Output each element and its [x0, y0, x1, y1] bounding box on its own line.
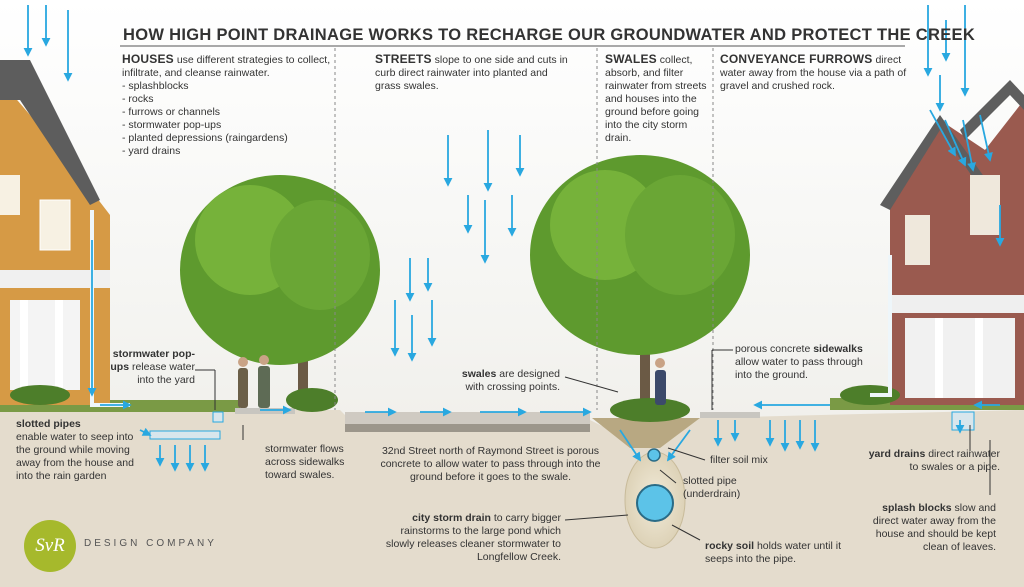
leader-lines — [195, 349, 991, 541]
downspout-right — [870, 255, 892, 397]
page-title: HOW HIGH POINT DRAINAGE WORKS TO RECHARG… — [123, 26, 976, 44]
splash-blocks-text: slow and direct water away from the hous… — [872, 502, 996, 553]
street — [345, 412, 590, 424]
slotted-pipes-note: slotted pipes enable water to seep into … — [16, 418, 140, 483]
conveyance-text: direct water away from the house via a p… — [720, 54, 907, 92]
house-left — [0, 60, 110, 405]
slotted-pipe — [149, 430, 221, 440]
list-item: - stormwater pop-ups — [122, 119, 222, 131]
stormwater-popups-bold: stormwater pop-ups — [110, 348, 195, 373]
splash-blocks-bold: splash blocks — [882, 502, 952, 514]
porous-sidewalks-note: porous concrete sidewalks allow water to… — [735, 343, 870, 382]
shrub — [10, 385, 70, 405]
sidewalk-left — [235, 408, 295, 414]
rocky-soil-text: holds water until it seeps into the pipe… — [705, 540, 841, 565]
underdrain-pipe — [647, 448, 661, 462]
logo-mark: SvR — [24, 520, 76, 572]
houses-list: - splashblocks - rocks - furrows or chan… — [122, 80, 332, 158]
person-right — [655, 358, 666, 405]
porous-sidewalks-text: allow water to pass through into the gro… — [735, 356, 863, 381]
splash-block — [951, 411, 975, 431]
city-storm-drain-note: city storm drain to carry bigger rainsto… — [385, 512, 561, 564]
houses-column: HOUSES use different strategies to colle… — [122, 53, 332, 158]
yard-drains-note: yard drains direct rainwater to swales o… — [860, 448, 1000, 474]
sidewalk-right — [700, 412, 760, 418]
ground — [0, 410, 1024, 587]
swales-heading: SWALES — [605, 52, 657, 66]
street-32nd-note: 32nd Street north of Raymond Street is p… — [380, 445, 601, 483]
streets-column: STREETS slope to one side and cuts in cu… — [375, 53, 575, 93]
shrub — [286, 388, 338, 412]
swales-text: collect, absorb, and filter rainwater fr… — [605, 54, 707, 144]
logo-text: DESIGN COMPANY — [84, 538, 217, 549]
swales-crossing-text: are designed with crossing points. — [465, 368, 560, 393]
street-base — [345, 424, 590, 432]
popup-box — [212, 411, 224, 423]
conveyance-column: CONVEYANCE FURROWS direct water away fro… — [720, 53, 920, 93]
people-left — [238, 355, 270, 408]
slotted-pipes-bold: slotted pipes — [16, 418, 81, 430]
list-item: - rocks — [122, 93, 154, 105]
porous-sidewalks-bold: sidewalks — [813, 343, 863, 355]
swales-crossing-bold: swales — [461, 368, 497, 380]
rocky-soil-note: rocky soil holds water until it seeps in… — [705, 540, 855, 566]
swale-area — [592, 418, 700, 448]
list-item: - splashblocks — [122, 80, 189, 92]
stormwater-popups-note: stormwater pop-ups release water into th… — [110, 348, 195, 387]
city-storm-drain-text: to carry bigger rainstorms to the large … — [385, 512, 561, 563]
houses-text: use different strategies to collect, inf… — [122, 54, 331, 79]
stormwater-popups-text: release water into the yard — [131, 361, 195, 386]
yard-drains-text: direct rainwater to swales or a pipe. — [909, 448, 1000, 473]
yard-drains-bold: yard drains — [868, 448, 926, 460]
storm-drain-pipe — [636, 484, 674, 522]
city-storm-drain-bold: city storm drain — [412, 512, 491, 524]
house-right — [880, 80, 1024, 405]
list-item: - furrows or channels — [122, 106, 221, 118]
rain-arrows — [23, 5, 1005, 472]
list-item: - planted depressions (raingardens) — [122, 132, 288, 144]
tree-right — [530, 155, 750, 410]
swales-column: SWALES collect, absorb, and filter rainw… — [605, 53, 710, 145]
splash-blocks-note: splash blocks slow and direct water away… — [866, 502, 996, 554]
porous-sidewalks-pre: porous concrete — [735, 343, 811, 355]
list-item: - yard drains — [122, 145, 181, 157]
tree-left — [180, 175, 380, 410]
streets-heading: STREETS — [375, 52, 432, 66]
houses-heading: HOUSES — [122, 52, 174, 66]
filter-soil-note: filter soil mix — [710, 454, 768, 466]
shrub — [610, 398, 690, 422]
conveyance-heading: CONVEYANCE FURROWS — [720, 52, 873, 66]
slotted-pipes-text: enable water to seep into the ground whi… — [16, 431, 134, 482]
stormwater-flows-note: stormwater flows across sidewalks toward… — [265, 443, 345, 481]
slotted-pipe-underdrain-note: slotted pipe (underdrain) — [683, 475, 741, 500]
streets-text: slope to one side and cuts in curb direc… — [375, 54, 568, 92]
swales-crossing-note: swales are designed with crossing points… — [448, 368, 560, 394]
rocky-soil-bold: rocky soil — [705, 540, 755, 552]
